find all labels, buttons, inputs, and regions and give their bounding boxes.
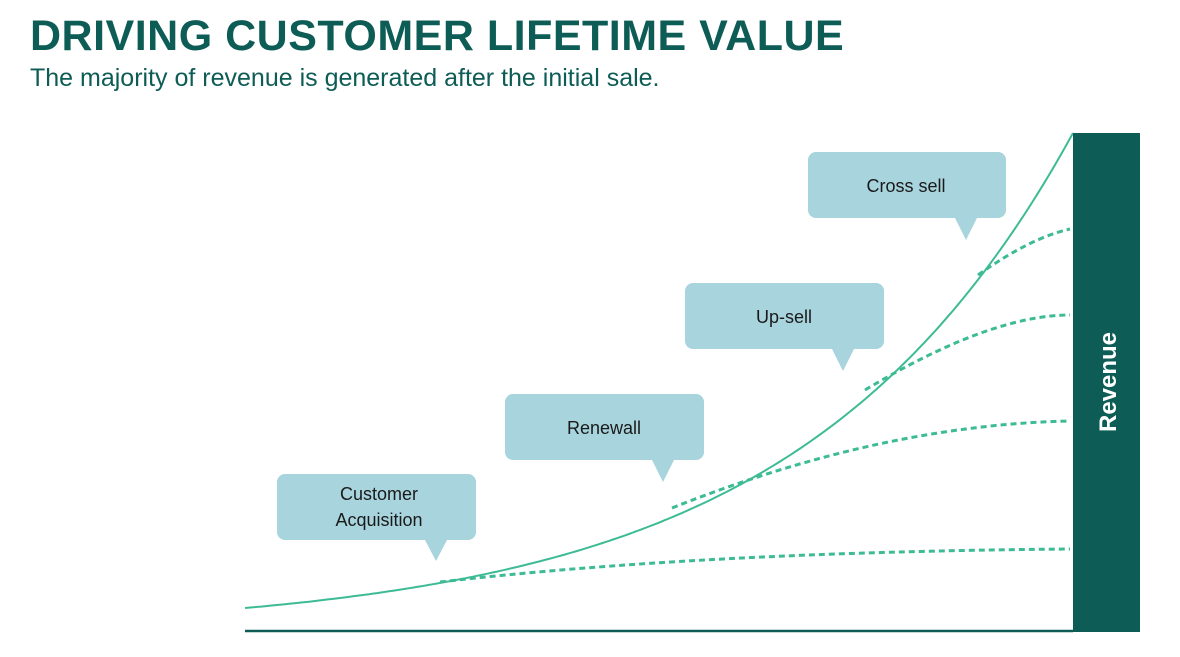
- bubble-label: Customer: [340, 484, 418, 504]
- acquisition-dashed-line: [439, 547, 1071, 584]
- renewal-dashed-line: [671, 419, 1071, 510]
- page-title: DRIVING CUSTOMER LIFETIME VALUE: [30, 12, 845, 60]
- bubble-up-sell: Up-sell: [685, 283, 884, 371]
- bubble-label: Up-sell: [756, 307, 812, 327]
- revenue-bar: Revenue: [1073, 133, 1140, 632]
- bubble-cross-sell: Cross sell: [808, 152, 1006, 240]
- page-subtitle: The majority of revenue is generated aft…: [30, 64, 660, 92]
- revenue-label: Revenue: [1095, 332, 1122, 432]
- crosssell-dashed-line: [977, 227, 1071, 277]
- revenue-growth-curve: [244, 132, 1074, 609]
- bubble-renewal: Renewall: [505, 394, 704, 482]
- upsell-dashed-line: [864, 313, 1071, 392]
- bubble-label: Renewall: [567, 418, 641, 438]
- bubble-customer-acquisition: Customer Acquisition: [277, 474, 476, 561]
- bubble-label: Cross sell: [866, 176, 945, 196]
- bubble-label: Acquisition: [335, 510, 422, 530]
